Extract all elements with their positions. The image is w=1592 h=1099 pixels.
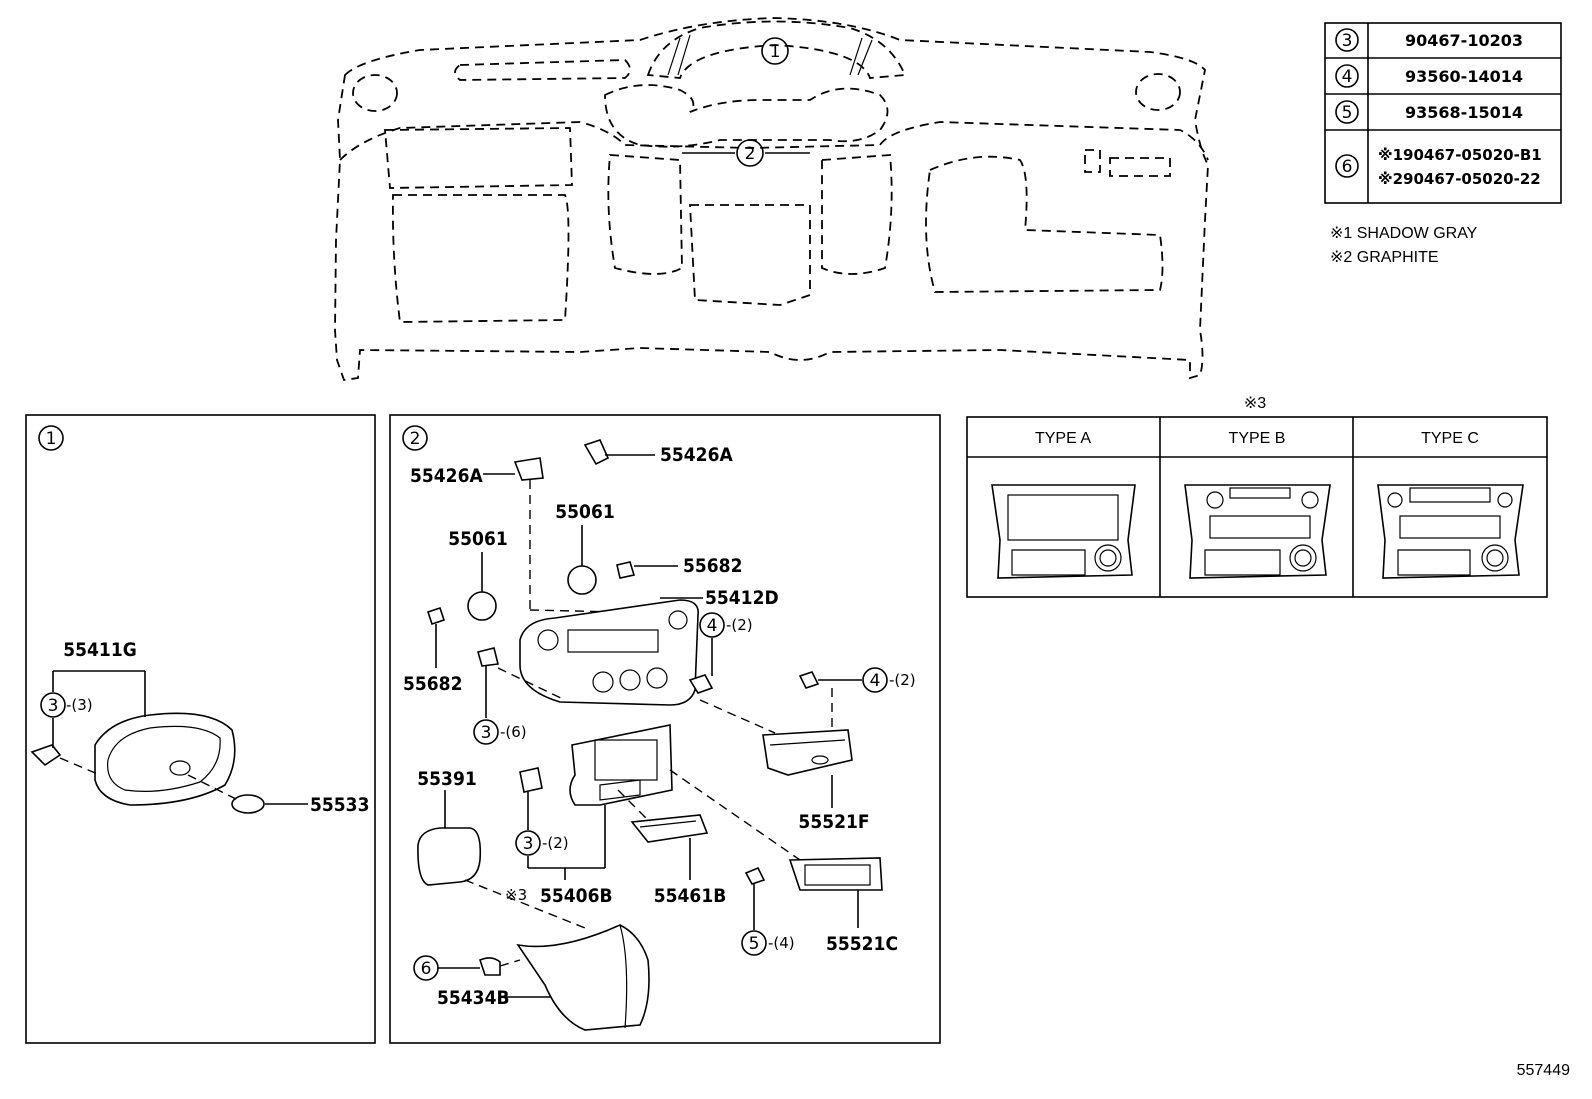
label-55061-left: 55061 <box>448 528 507 550</box>
label-55434B: 55434B <box>437 987 510 1009</box>
bracket-55426A-left <box>513 457 544 481</box>
p2-callout-5: 5 <box>749 934 760 954</box>
label-55391: 55391 <box>417 768 476 790</box>
cover-55434B <box>516 924 650 1031</box>
callout-text: -(2) <box>889 671 916 689</box>
label-55682-left: 55682 <box>403 673 462 695</box>
label-55426A-right: 55426A <box>660 444 733 466</box>
label-55426A-left: 55426A <box>410 465 483 487</box>
p2-callout-6: 6 <box>421 959 432 979</box>
callout-text: -(2) <box>726 616 753 634</box>
label-55406B-marker: ※3 <box>505 886 527 904</box>
label-55533: 55533 <box>310 794 369 816</box>
pocket-55521F <box>762 729 853 776</box>
p2-callout-4a: 4 <box>707 616 718 636</box>
pad-55391 <box>417 827 482 886</box>
spec-key-6: 6 <box>1342 157 1353 177</box>
types-marker: ※3 <box>1244 395 1266 412</box>
nut-55682-right <box>616 561 636 579</box>
pocket-55521C <box>788 857 883 891</box>
callout-text: -(2) <box>542 834 569 852</box>
dashboard-outline <box>334 17 1209 381</box>
spec-value-6a: ※190467-05020-B1 <box>1378 146 1542 164</box>
p2-callout-3b: 3 <box>523 834 534 854</box>
meter-hood-55411G <box>94 712 236 806</box>
type-a-panel-image <box>991 484 1136 579</box>
spec-key-4: 4 <box>1342 67 1353 87</box>
panel-1-label: 1 <box>46 429 57 449</box>
callout-text: -(3) <box>66 696 93 714</box>
type-b-panel-image <box>1184 484 1331 579</box>
tray-55461B <box>630 814 709 843</box>
panel-2: 2 55426A 55426A 55061 55061 55682 55682 <box>389 414 941 1044</box>
label-55412D: 55412D <box>705 587 779 609</box>
label-55682-right: 55682 <box>683 555 742 577</box>
label-55521C: 55521C <box>826 933 898 955</box>
callout-text: -(4) <box>768 934 795 952</box>
panel-1: 1 3 -(3) 55411G 55533 <box>25 414 376 1044</box>
bracket-55426A-right <box>583 439 610 466</box>
nut-55682-left <box>426 606 446 626</box>
spec-value-6b: ※290467-05020-22 <box>1378 170 1541 188</box>
note-shadow-gray: ※1 SHADOW GRAY <box>1330 225 1478 242</box>
types-table: ※3 TYPE A TYPE B TYPE C <box>966 395 1548 598</box>
type-c-header: TYPE C <box>1421 430 1479 447</box>
callout-text: -(6) <box>500 723 527 741</box>
diagram-id: 557449 <box>1517 1062 1570 1079</box>
clip-55411G-side <box>30 744 62 767</box>
label-55461B: 55461B <box>654 885 727 907</box>
knob-55061-right <box>567 565 597 595</box>
label-55406B: 55406B <box>540 885 613 907</box>
panel-2-label: 2 <box>410 429 421 449</box>
dash-callout-2: 2 <box>682 139 810 167</box>
spec-value-5: 93568-15014 <box>1405 103 1523 122</box>
label-55411G: 55411G <box>63 639 137 661</box>
type-b-header: TYPE B <box>1229 430 1286 447</box>
note-graphite: ※2 GRAPHITE <box>1330 249 1439 266</box>
type-a-header: TYPE A <box>1035 430 1091 447</box>
spec-key-5: 5 <box>1342 103 1353 123</box>
center-panel-55412D <box>519 599 699 706</box>
panel-55406B <box>569 724 673 806</box>
spec-value-4: 93560-14014 <box>1405 67 1523 86</box>
spec-key-3: 3 <box>1342 31 1353 51</box>
label-55061-right: 55061 <box>555 501 614 523</box>
label-55521F: 55521F <box>798 811 869 833</box>
callout-text: 1 <box>770 42 781 62</box>
spec-table: 3 90467-10203 4 93560-14014 5 93568-1501… <box>1324 22 1562 204</box>
callout-text: 2 <box>745 144 756 164</box>
spec-value-3: 90467-10203 <box>1405 31 1523 50</box>
cap-55533 <box>231 794 265 814</box>
knob-55061-left <box>467 591 497 621</box>
p2-callout-3a: 3 <box>481 723 492 743</box>
p1-callout-3: 3 <box>48 696 59 716</box>
type-c-panel-image <box>1377 484 1524 579</box>
dash-callout-1: 1 <box>761 37 789 65</box>
p2-callout-4b: 4 <box>870 671 881 691</box>
